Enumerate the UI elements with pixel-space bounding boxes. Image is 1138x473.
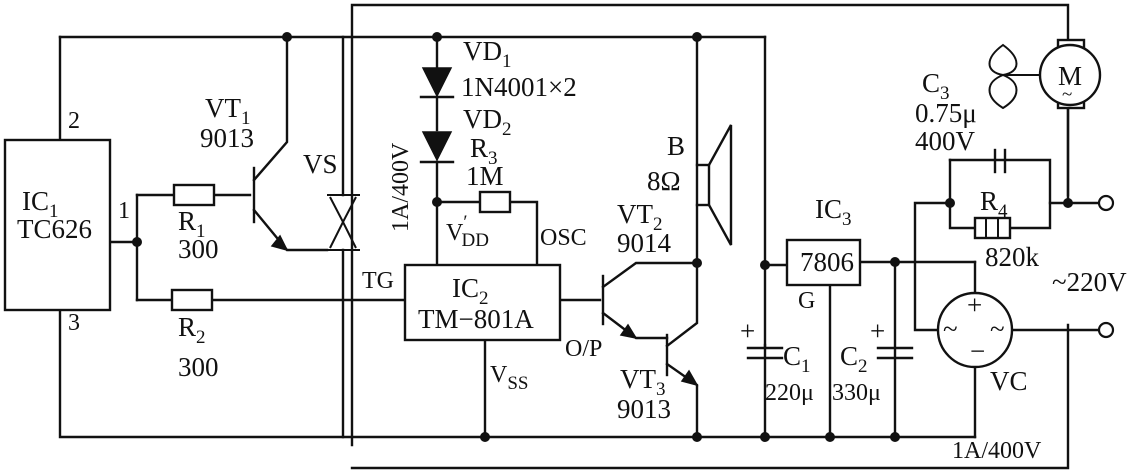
resistor-r4: R4 820k	[973, 186, 1040, 272]
vs-rating-label: 1A/400V	[388, 142, 414, 232]
svg-text:7806: 7806	[800, 247, 854, 277]
svg-text:9014: 9014	[617, 228, 672, 258]
resistor-r3: R3 1M	[466, 133, 512, 214]
ic3-regulator: 7806 IC3 G	[785, 194, 862, 314]
svg-text:+: +	[870, 316, 885, 346]
svg-text:VT1: VT1	[205, 93, 251, 129]
capacitor-c1: + C1 220μ	[740, 316, 814, 406]
svg-text:400V: 400V	[915, 126, 976, 156]
svg-text:VS: VS	[303, 149, 338, 179]
wires	[58, 3, 1105, 470]
svg-text:1A/400V: 1A/400V	[952, 438, 1042, 464]
svg-text:C2: C2	[840, 341, 868, 377]
svg-text:~: ~	[990, 314, 1005, 344]
diode-vd2: VD2	[419, 104, 512, 164]
svg-text:TG: TG	[362, 268, 394, 294]
svg-text:VT2: VT2	[617, 199, 663, 235]
svg-text:220μ: 220μ	[765, 380, 814, 406]
svg-text:1: 1	[118, 198, 130, 224]
ic2: IC2 TM−801A V′DD OSC TG O/P VSS	[362, 212, 602, 394]
svg-text:300: 300	[178, 234, 219, 264]
svg-text:VSS: VSS	[490, 362, 528, 394]
svg-text:330μ: 330μ	[832, 380, 881, 406]
svg-text:+: +	[967, 290, 982, 320]
svg-text:2: 2	[68, 108, 80, 134]
svg-text:V′DD: V′DD	[446, 212, 489, 251]
fan-blade-icon	[988, 43, 1040, 110]
svg-text:VC: VC	[990, 366, 1028, 396]
svg-text:TC626: TC626	[17, 214, 92, 244]
diode-vd1: VD1 1N4001×2	[419, 36, 577, 102]
svg-text:VD1: VD1	[463, 36, 512, 72]
svg-text:~: ~	[1062, 84, 1072, 105]
svg-text:IC2: IC2	[452, 273, 489, 309]
svg-text:O/P: O/P	[565, 336, 602, 362]
supply-terminals: ~220V	[1052, 194, 1127, 339]
svg-text:B: B	[667, 131, 685, 161]
bridge-rectifier-vc: + − ~ ~ VC 1A/400V	[936, 290, 1042, 464]
junction-dots	[132, 32, 1073, 442]
motor-m: M ~	[988, 38, 1102, 110]
ic1: IC1 TC626 2 1 3	[3, 108, 130, 336]
svg-text:9013: 9013	[617, 394, 671, 424]
svg-text:R3: R3	[470, 133, 498, 169]
svg-text:R1: R1	[178, 206, 206, 242]
svg-text:IC3: IC3	[815, 194, 852, 230]
capacitor-c3: C3 0.75μ 400V	[915, 68, 1007, 174]
svg-text:M: M	[1058, 61, 1082, 91]
svg-text:300: 300	[178, 352, 219, 382]
svg-text:1M: 1M	[466, 161, 504, 191]
svg-text:C3: C3	[922, 68, 950, 104]
svg-text:−: −	[970, 336, 985, 366]
svg-text:R4: R4	[980, 186, 1008, 222]
transistor-vt2: VT2 9014	[617, 199, 672, 340]
svg-text:R2: R2	[178, 312, 206, 348]
svg-text:C1: C1	[783, 341, 811, 377]
svg-text:9013: 9013	[200, 123, 254, 153]
transistor-vt3: VT3 9013	[617, 364, 699, 424]
svg-text:TM−801A: TM−801A	[418, 304, 534, 334]
resistor-r2: R2 300	[170, 288, 219, 382]
capacitor-c2: + C2 330μ	[832, 316, 914, 406]
svg-text:~220V: ~220V	[1052, 267, 1127, 297]
resistor-r1: R1 300	[172, 183, 219, 264]
svg-text:VT3: VT3	[620, 364, 666, 400]
svg-text:+: +	[740, 316, 755, 346]
svg-text:820k: 820k	[985, 242, 1040, 272]
speaker-b: B 8Ω	[647, 124, 733, 246]
svg-text:~: ~	[943, 314, 958, 344]
svg-text:IC1: IC1	[22, 186, 59, 222]
svg-text:3: 3	[68, 310, 80, 336]
svg-text:8Ω: 8Ω	[647, 166, 681, 196]
svg-text:OSC: OSC	[540, 225, 587, 251]
svg-text:VD2: VD2	[463, 104, 512, 140]
svg-text:G: G	[798, 288, 815, 314]
svg-text:1N4001×2: 1N4001×2	[461, 72, 577, 102]
transistor-vt1: VT1 9013	[200, 93, 289, 252]
svg-text:0.75μ: 0.75μ	[915, 98, 977, 128]
triac-vs: VS	[303, 149, 360, 251]
